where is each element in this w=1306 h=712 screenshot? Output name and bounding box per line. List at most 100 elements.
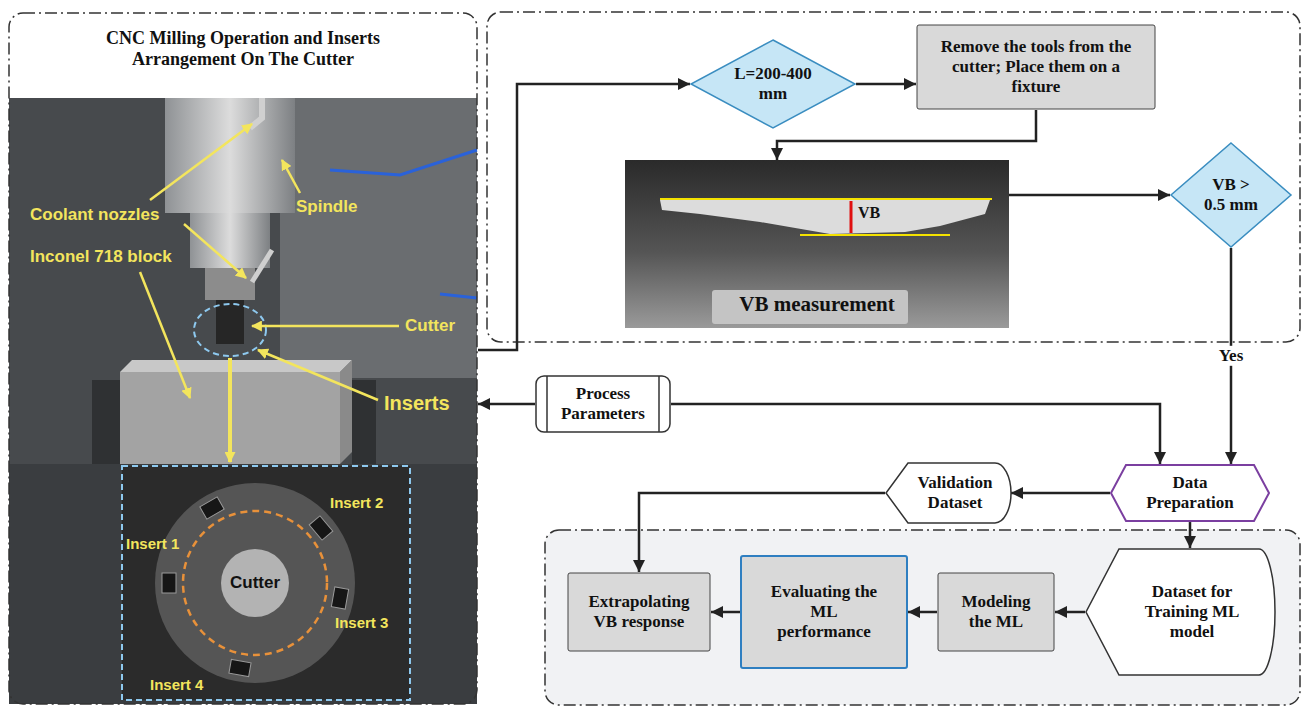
leader-arrow — [140, 272, 190, 398]
part-label: Insert 1 — [126, 535, 179, 552]
insert-symbol — [229, 659, 251, 676]
workpiece-side — [340, 360, 352, 464]
cable — [440, 294, 477, 298]
machine-table — [9, 464, 477, 704]
node-text: Modeling the ML — [950, 592, 1042, 632]
measure-line — [800, 234, 950, 236]
workpiece-top — [120, 360, 352, 372]
node-text: VB > 0.5 mm — [1202, 175, 1260, 215]
shape-border — [568, 573, 710, 651]
cutter-disc — [155, 483, 355, 683]
flow-arrow — [1055, 611, 1085, 614]
panel-outline — [8, 12, 478, 705]
shape-border — [886, 463, 1011, 523]
process-box: Remove the tools from the cutter; Place … — [916, 24, 1156, 110]
shape-border — [1171, 143, 1291, 247]
edge-label: Yes — [1215, 346, 1248, 366]
flow-arrow — [671, 404, 1160, 464]
decision-diamond: L=200-400 mm — [690, 39, 856, 129]
node-text: Data Preparation — [1135, 473, 1245, 513]
cable — [330, 150, 477, 175]
process-box: Modeling the ML — [937, 572, 1055, 652]
node-text: L=200-400 mm — [727, 64, 819, 104]
vise-jaw — [92, 380, 120, 464]
orange-circle — [183, 511, 327, 655]
shape-border — [691, 40, 855, 128]
flow-arrow — [478, 84, 690, 350]
vise-jaw — [352, 380, 376, 464]
zoom-arrow — [228, 358, 232, 462]
part-label: Spindle — [296, 197, 357, 217]
cutter-hub — [221, 549, 289, 617]
cutter-body — [216, 300, 244, 344]
image-caption: VB measurement — [625, 292, 1009, 317]
node-text: Extrapolating VB response — [579, 592, 699, 632]
data-display: Validation Dataset — [885, 462, 1011, 524]
flow-arrow — [1189, 522, 1192, 548]
shape-border — [1086, 549, 1275, 675]
node-text: Evaluating the ML performance — [769, 582, 879, 642]
leader-arrow — [258, 350, 378, 400]
group-frame — [545, 530, 1300, 705]
measure-line — [660, 198, 992, 200]
inset-frame — [122, 466, 410, 700]
part-label: Insert 3 — [335, 614, 388, 631]
vb-marker — [850, 201, 853, 233]
flow-arrow — [908, 611, 937, 614]
shape-border — [938, 573, 1054, 651]
wear-photo: VB VB measurement — [625, 160, 1009, 328]
insert-symbol — [162, 573, 176, 593]
tool-holder — [205, 268, 255, 300]
side-bar — [546, 376, 548, 432]
dimension-label: VB — [858, 204, 880, 223]
insert-symbol — [309, 516, 333, 540]
part-label: Cutter — [405, 316, 455, 336]
flow-arrow — [856, 83, 916, 86]
shape-border — [1111, 465, 1269, 521]
flow-arrow — [1011, 492, 1110, 495]
data-display: Dataset for Training ML model — [1085, 548, 1275, 676]
leader-arrow — [252, 325, 399, 328]
panel-title: CNC Milling Operation and Inserts Arrang… — [78, 28, 408, 70]
shape-border — [9, 13, 477, 704]
leader-arrow — [184, 224, 246, 278]
wear-band — [660, 200, 990, 234]
side-bar — [658, 376, 660, 432]
part-label: Inconel 718 block — [30, 247, 172, 267]
insert-symbol — [331, 587, 348, 609]
part-label: Insert 4 — [150, 676, 203, 693]
part-label: Insert 2 — [330, 494, 383, 511]
group-frame — [487, 12, 1300, 342]
coolant-nozzle — [252, 250, 272, 282]
machine-wall — [280, 98, 477, 378]
leader-arrow — [150, 124, 252, 200]
predefined-process: Process Parameters — [535, 375, 671, 433]
shape-border — [741, 556, 907, 668]
part-label: Coolant nozzles — [30, 205, 159, 225]
photo-background — [9, 98, 477, 704]
flow-arrow — [1009, 194, 1170, 197]
node-text: Dataset for Training ML model — [1113, 582, 1247, 642]
node-text: Validation Dataset — [898, 473, 998, 513]
coolant-nozzle — [250, 98, 262, 128]
preparation-hexagon: Data Preparation — [1110, 464, 1270, 522]
spindle-body — [165, 98, 295, 213]
photo-panel: CNC Milling Operation and Inserts Arrang… — [8, 12, 478, 705]
flow-arrow — [777, 110, 1036, 160]
part-label: Inserts — [384, 392, 450, 415]
insert-symbol — [200, 497, 224, 519]
micrograph — [625, 160, 1009, 328]
node-text: Process Parameters — [549, 384, 657, 424]
flow-arrow — [711, 611, 740, 614]
decision-diamond: VB > 0.5 mm — [1170, 142, 1292, 248]
part-label: Cutter — [230, 573, 280, 593]
shape-border — [536, 376, 670, 432]
process-box: Extrapolating VB response — [567, 572, 711, 652]
highlight-ellipse — [194, 304, 266, 356]
leader-arrow — [282, 160, 300, 193]
shape-border — [917, 25, 1155, 109]
flow-arrow — [478, 403, 535, 406]
node-text: Remove the tools from the cutter; Place … — [926, 37, 1146, 97]
process-box: Evaluating the ML performance — [740, 555, 908, 669]
